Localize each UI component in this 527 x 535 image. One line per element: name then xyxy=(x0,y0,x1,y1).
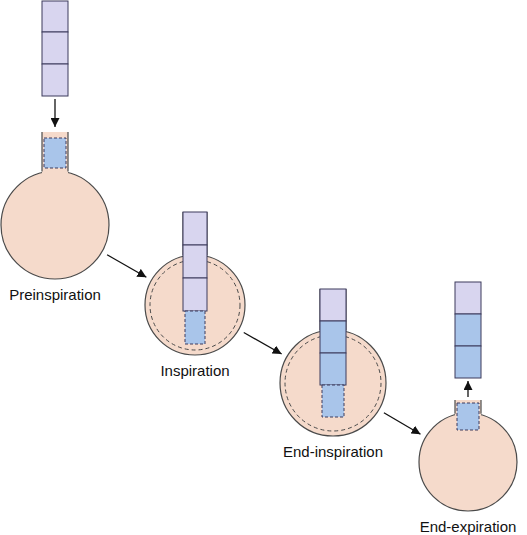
fresh-gas-unit xyxy=(183,245,207,278)
sequence-arrow xyxy=(244,333,282,354)
fresh-gas-unit xyxy=(455,282,481,314)
exhaled-gas-column xyxy=(455,282,481,378)
airway-wall xyxy=(319,289,320,331)
alveolus: End-expiration xyxy=(418,412,518,512)
dead-space-gas xyxy=(457,403,479,430)
fresh-gas-unit xyxy=(183,212,207,245)
alveolus-circle xyxy=(145,255,245,355)
alveolus-circle xyxy=(419,413,517,511)
fresh-gas-unit xyxy=(183,278,207,311)
alveolus: End-inspiration xyxy=(279,329,387,437)
airway-neck xyxy=(455,400,481,416)
airway-neck xyxy=(320,289,346,333)
airway-wall xyxy=(454,400,455,414)
dead-space-gas-unit xyxy=(320,353,346,385)
fresh-gas-unit xyxy=(42,64,68,96)
dead-space-gas-unit xyxy=(320,321,346,353)
sequence-arrow xyxy=(107,255,146,277)
stage-label: Inspiration xyxy=(110,362,280,379)
alveolus-outline xyxy=(144,254,246,356)
gas-column xyxy=(42,1,68,96)
prior-volume-outline xyxy=(285,335,381,431)
alveolus-outline xyxy=(418,412,518,512)
dead-space-gas-unit xyxy=(455,314,481,346)
alveolus-outline xyxy=(279,329,387,437)
fresh-gas-unit xyxy=(42,1,68,32)
airway-wall xyxy=(67,132,68,172)
flow-arrow xyxy=(54,99,55,127)
fresh-gas-unit xyxy=(320,289,346,321)
alveolus: Preinspiration xyxy=(0,170,110,280)
alveolus-circle xyxy=(280,330,386,436)
airway-wall xyxy=(345,289,346,331)
stage-label: End-expiration xyxy=(383,518,527,535)
airway-wall xyxy=(41,132,42,172)
airway-neck xyxy=(42,132,68,174)
fresh-gas-unit xyxy=(42,32,68,64)
dead-space-gas-unit xyxy=(455,346,481,378)
stage-label: Preinspiration xyxy=(0,286,140,303)
dead-space-gas xyxy=(44,138,66,168)
dead-space-gas xyxy=(185,311,205,344)
dead-space-gas xyxy=(322,385,344,417)
sequence-arrow xyxy=(384,413,421,434)
airway-wall xyxy=(206,212,207,255)
alveolus-circle xyxy=(1,171,109,279)
alveolus-outline xyxy=(0,170,110,280)
airway-neck xyxy=(183,212,207,258)
airway-wall xyxy=(182,212,183,255)
prior-volume-outline xyxy=(150,260,240,350)
stage-label: End-inspiration xyxy=(248,443,418,460)
flow-arrow xyxy=(467,381,468,397)
alveolus: Inspiration xyxy=(144,254,246,356)
airway-wall xyxy=(480,400,481,414)
